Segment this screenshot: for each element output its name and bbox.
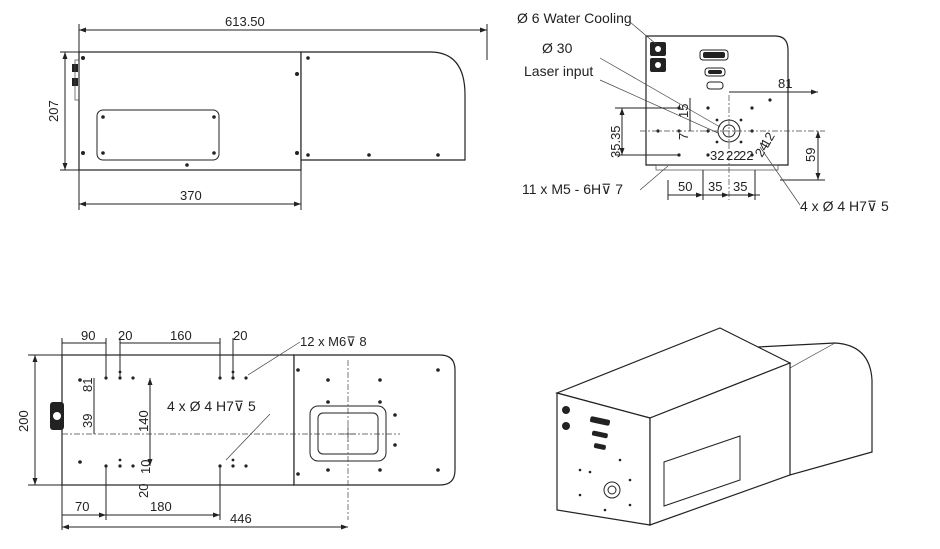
dim-200: 200 (16, 410, 31, 432)
dim-total-length: 613.50 (225, 14, 265, 29)
label-laser-input: Laser input (524, 63, 593, 79)
label-water-cooling: Ø 6 Water Cooling (517, 10, 632, 26)
note-h7-holes-front: 4 x Ø 4 H7⊽ 5 (800, 198, 889, 214)
dim-90: 90 (81, 328, 95, 343)
dim-height: 207 (46, 100, 61, 122)
note-m5-threads: 11 x M5 - 6H⊽ 7 (522, 181, 623, 197)
note-h7-holes-side: 4 x Ø 4 H7⊽ 5 (167, 398, 256, 414)
dim-10: 10 (138, 460, 153, 474)
dim-base-length: 370 (180, 188, 202, 203)
side-holes (78, 368, 440, 476)
dim-32: 32 (710, 148, 724, 163)
dim-180: 180 (150, 499, 172, 514)
dim-50: 50 (678, 179, 692, 194)
dim-12: 12 (758, 129, 778, 149)
note-m6-threads: 12 x M6⊽ 8 (300, 334, 367, 349)
dim-81-front: 81 (778, 76, 792, 91)
dim-20-c: 20 (136, 484, 151, 498)
dim-39: 39 (80, 414, 95, 428)
dim-15: 15 (676, 104, 691, 118)
top-view: 613.50 207 (46, 14, 488, 210)
dim-59: 59 (803, 148, 818, 162)
front-view: Ø 6 Water Cooling Ø 30 Laser input (517, 10, 889, 214)
dim-70: 70 (75, 499, 89, 514)
isometric-view (555, 327, 873, 526)
dim-35-35: 35.35 (608, 125, 623, 158)
dim-81-side: 81 (80, 378, 95, 392)
dim-22-b: 22 (739, 148, 753, 163)
dim-7: 7 (676, 133, 691, 140)
side-view: 90 20 160 20 12 x M6⊽ 8 4 x Ø 4 H7⊽ 5 20… (16, 328, 456, 530)
dim-446: 446 (230, 511, 252, 526)
dim-35-a: 35 (708, 179, 722, 194)
dim-20-b: 20 (233, 328, 247, 343)
dim-22-a: 22 (726, 148, 740, 163)
label-laser-input-diameter: Ø 30 (542, 40, 573, 56)
dim-160: 160 (170, 328, 192, 343)
dim-35-b: 35 (733, 179, 747, 194)
dim-140: 140 (136, 410, 151, 432)
dim-20-a: 20 (118, 328, 132, 343)
